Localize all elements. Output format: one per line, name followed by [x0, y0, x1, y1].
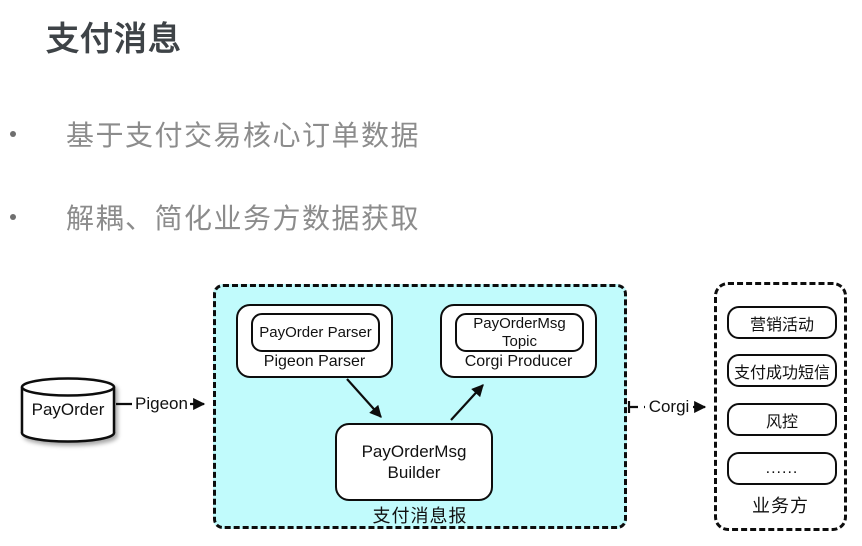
pigeon-parser-box: PayOrder Parser Pigeon Parser	[236, 304, 393, 378]
consumer-more: ......	[727, 452, 837, 485]
consumers-caption: 业务方	[752, 496, 809, 516]
corgi-producer-box: PayOrderMsg Topic Corgi Producer	[440, 304, 597, 378]
payordermsg-topic-chip: PayOrderMsg Topic	[455, 313, 584, 352]
database-label: PayOrder	[31, 400, 105, 419]
bullet-dot	[10, 131, 16, 137]
consumer-sms: 支付成功短信	[727, 354, 837, 387]
pipeline-caption: 支付消息报	[372, 506, 468, 526]
pigeon-flow-label: Pigeon	[132, 394, 190, 414]
corgi-producer-label: Corgi Producer	[464, 353, 573, 370]
payorder-parser-chip: PayOrder Parser	[251, 313, 380, 352]
consumers-container: 营销活动 支付成功短信 风控 ...... 业务方	[714, 282, 847, 531]
page-title: 支付消息	[46, 20, 182, 57]
pigeon-parser-label: Pigeon Parser	[263, 353, 366, 370]
payordermsg-builder-box: PayOrderMsg Builder	[335, 423, 493, 501]
consumer-risk: 风控	[727, 403, 837, 436]
bullet-text: 基于支付交易核心订单数据	[66, 120, 421, 151]
bullet-text: 解耦、简化业务方数据获取	[66, 203, 421, 234]
bullet-dot	[10, 214, 16, 220]
consumer-marketing: 营销活动	[727, 306, 837, 339]
corgi-flow-label: Corgi	[645, 397, 693, 417]
